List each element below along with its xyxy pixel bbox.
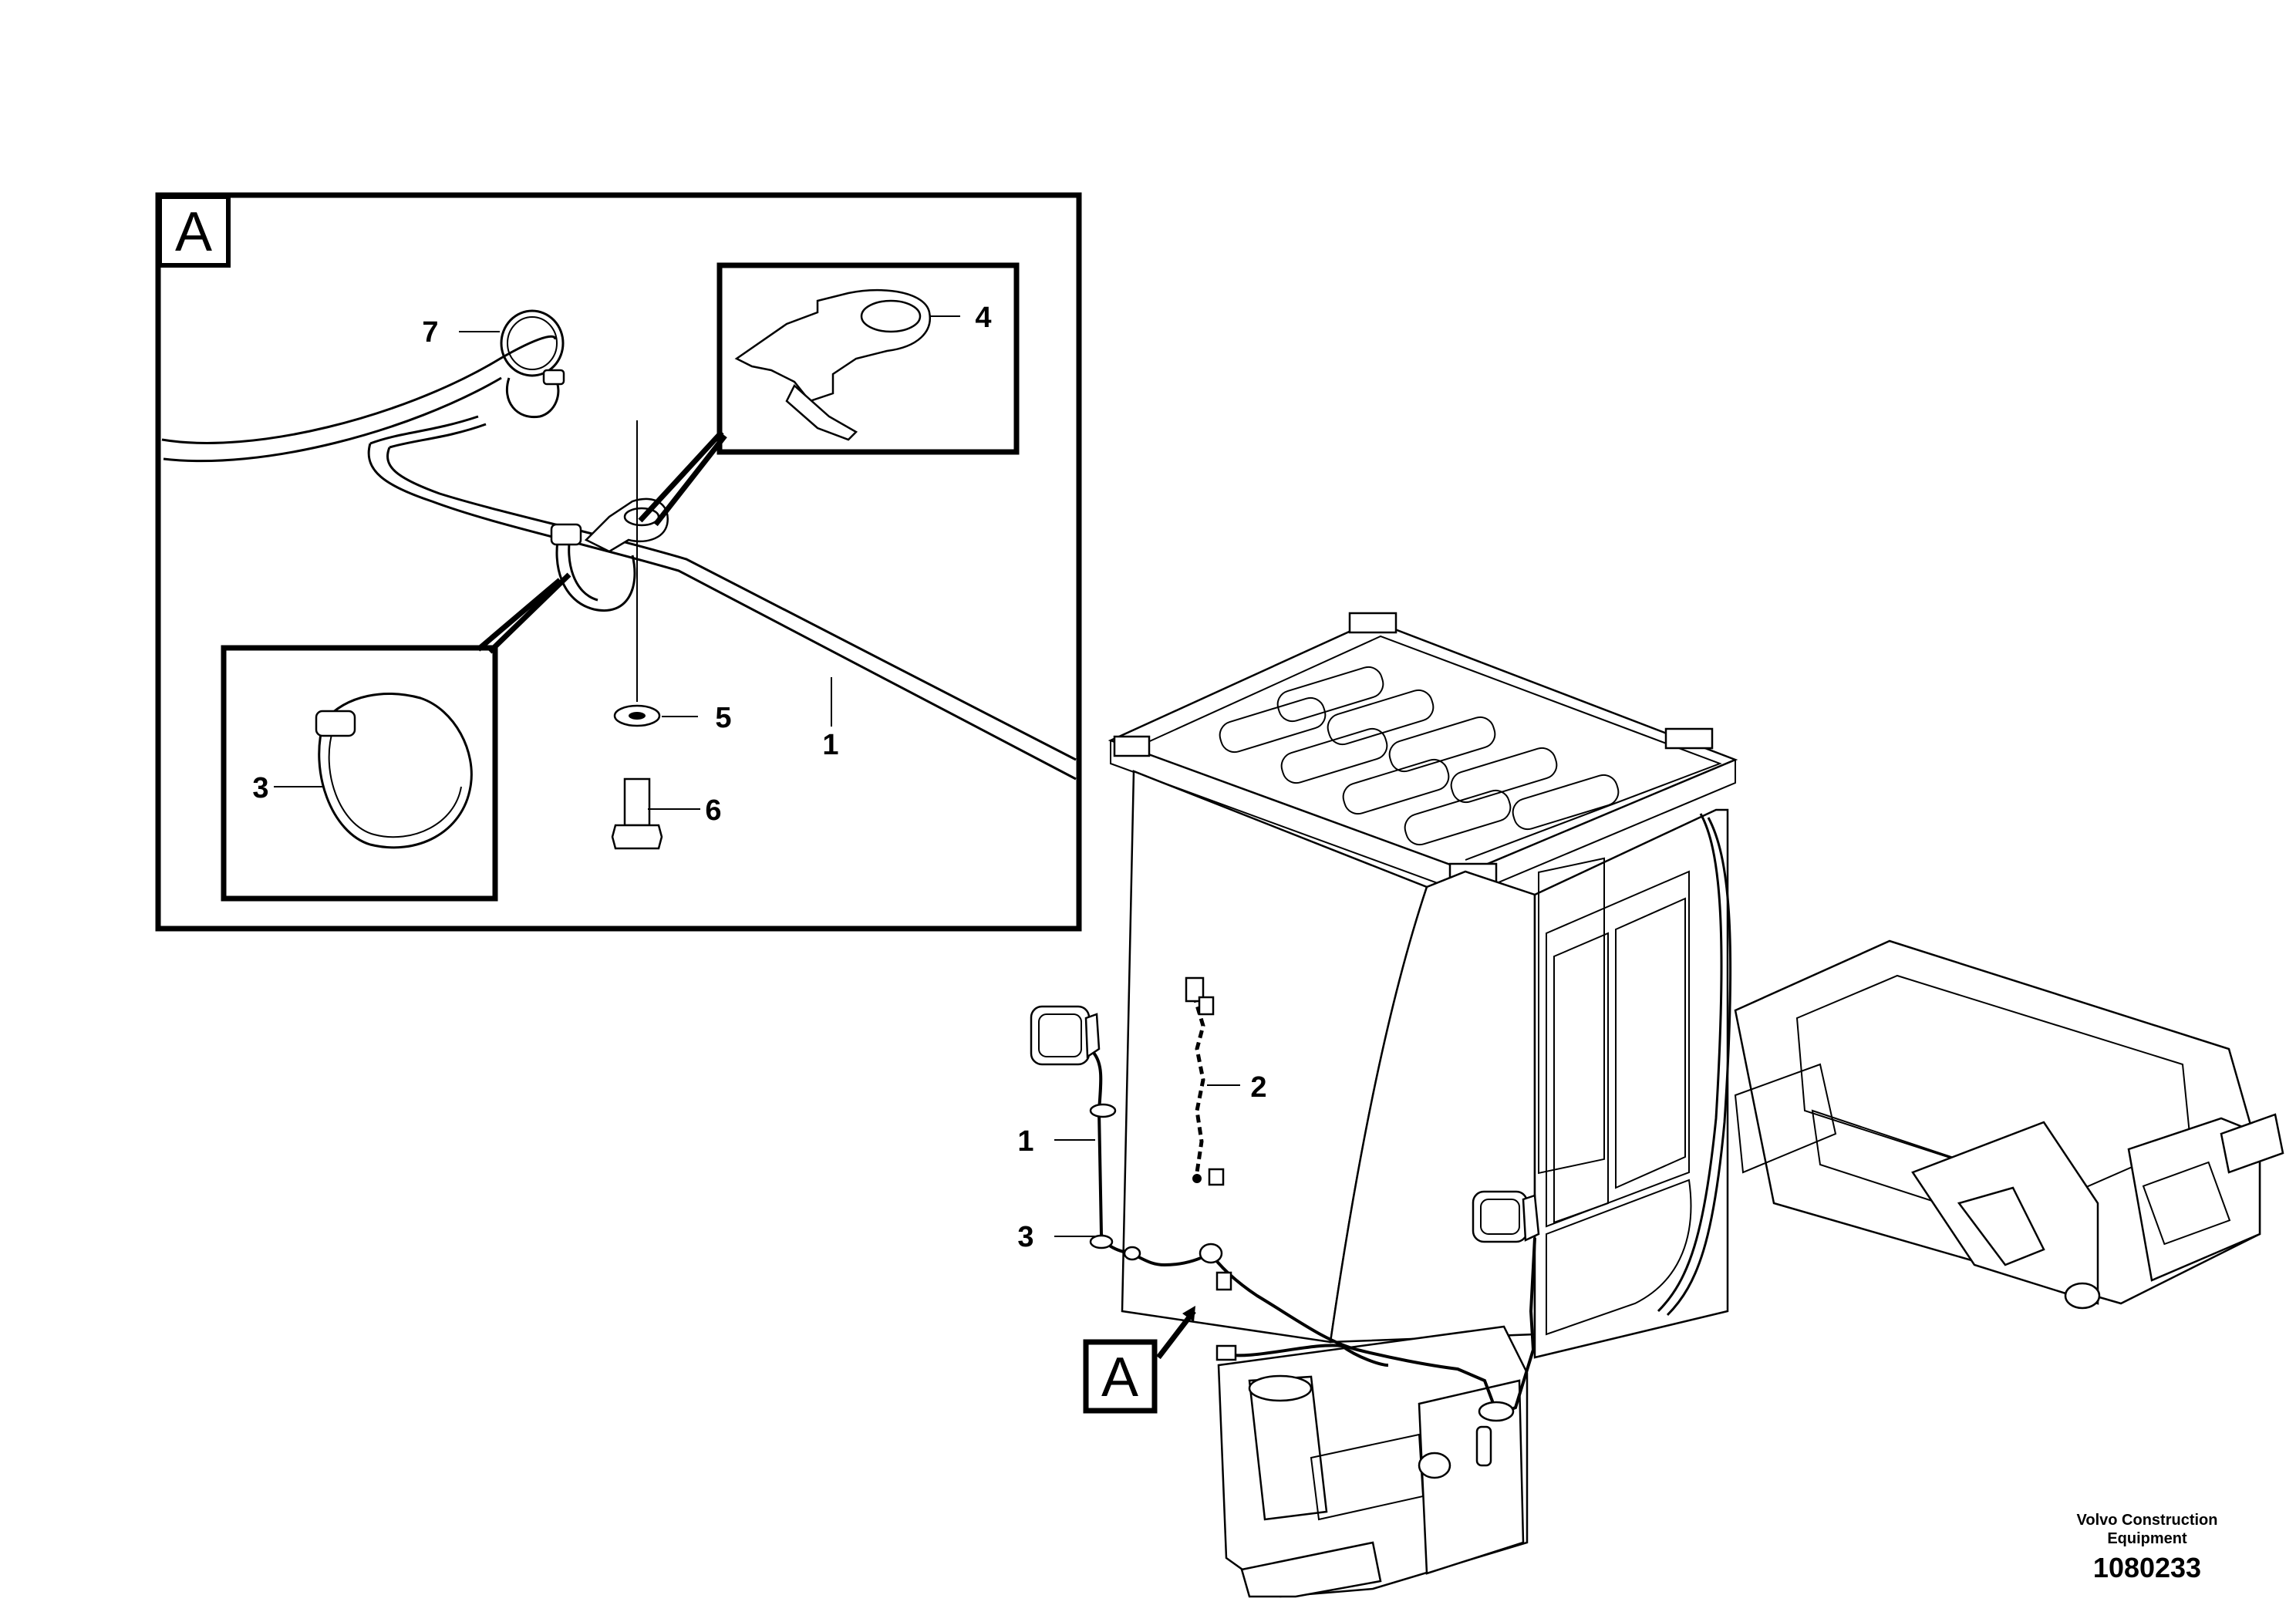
callout-4: 4 (975, 302, 991, 334)
detail-label-box (157, 194, 231, 268)
detail-label: A (175, 201, 212, 263)
company-name-line1: Volvo Construction (2077, 1512, 2218, 1529)
detail-view-a: A 7 (155, 192, 1082, 932)
callout-3-overview: 3 (1017, 1221, 1033, 1253)
callout-1-overview: 1 (1017, 1125, 1033, 1158)
part-3-zoom: 3 (221, 572, 571, 902)
part-5-washer: 5 (613, 702, 732, 734)
left-work-light (1030, 1005, 1101, 1066)
detail-frame (155, 192, 1082, 932)
part-6-bolt: 6 (611, 777, 722, 850)
part-1-cable-overview: 1 3 (1017, 1051, 1536, 1422)
right-work-light (1472, 1190, 1540, 1243)
detail-a-reference: A (1083, 1306, 1196, 1414)
part-4-zoom: 4 (638, 262, 1020, 527)
cab-body (1121, 770, 1732, 1359)
callout-2: 2 (1250, 1071, 1266, 1104)
callout-1-detail: 1 (822, 729, 838, 761)
company-name-line2: Equipment (2107, 1530, 2187, 1547)
callout-3-detail: 3 (252, 772, 268, 804)
chassis-frame (1734, 939, 2284, 1310)
illustration-number: 1080233 (2093, 1552, 2201, 1583)
callout-6: 6 (705, 794, 721, 827)
footer: Volvo Construction Equipment 1080233 (2077, 1512, 2218, 1583)
callout-5: 5 (715, 702, 731, 734)
part-7-cable-tie: 7 (422, 309, 565, 419)
detail-a-reference-label: A (1101, 1347, 1138, 1408)
callout-7: 7 (422, 316, 438, 349)
front-pedestal (1217, 1325, 1529, 1598)
part-2-harness: 2 (1185, 976, 1267, 1186)
machine-overview: 2 1 3 (1017, 612, 2284, 1598)
cable-hose (161, 335, 1077, 781)
part-3-in-situ (550, 523, 636, 612)
